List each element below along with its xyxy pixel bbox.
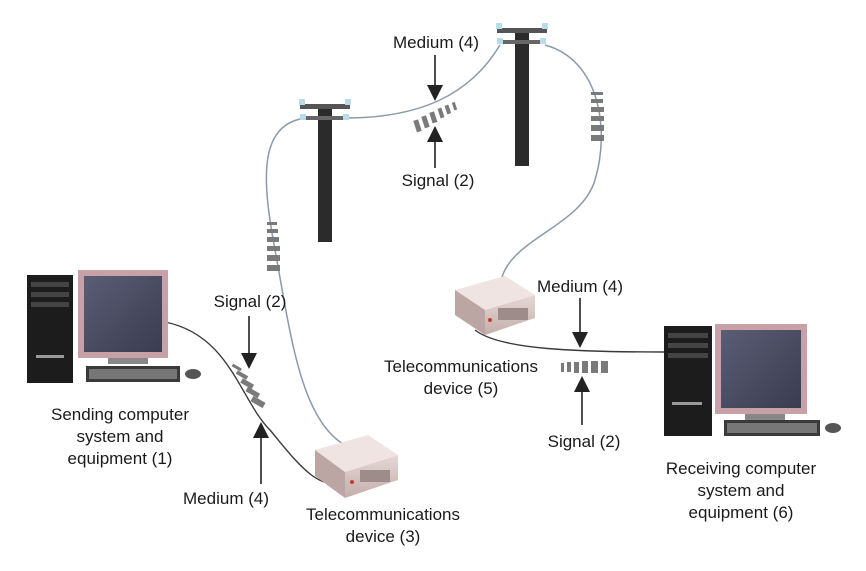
- cable-pole1-to-pole2: [344, 44, 501, 119]
- utility-pole-icon: [299, 99, 351, 242]
- device3-line-2: device (3): [345, 527, 421, 546]
- signal-wave-icon: [413, 101, 458, 133]
- receiver-line-1: Receiving computer: [665, 459, 817, 478]
- label-signal-right: Signal (2): [547, 432, 621, 451]
- cable-device5-to-receiver: [474, 329, 666, 353]
- device5-line-2: device (5): [423, 379, 499, 398]
- receiver-line-2: system and: [697, 481, 785, 500]
- utility-pole-icon: [496, 23, 548, 166]
- desktop-computer-icon: [27, 270, 201, 383]
- receiver-line-3: equipment (6): [688, 503, 794, 522]
- label-medium-right: Medium (4): [537, 277, 623, 296]
- modem-icon: [455, 276, 535, 335]
- label-signal-left: Signal (2): [213, 292, 287, 311]
- device5-line-1: Telecommunications: [383, 357, 538, 376]
- desktop-computer-icon: [664, 324, 841, 436]
- label-device5: Telecommunications device (5): [356, 356, 566, 400]
- signal-wave-icon: [591, 92, 604, 141]
- modem-icon: [315, 435, 398, 498]
- cable-device3-to-pole1: [265, 117, 346, 446]
- cable-pole2-to-device5: [499, 44, 603, 291]
- label-medium-top: Medium (4): [393, 33, 479, 52]
- label-signal-top: Signal (2): [401, 171, 475, 190]
- signal-wave-icon: [267, 222, 280, 271]
- label-medium-left: Medium (4): [183, 489, 269, 508]
- label-receiver: Receiving computer system and equipment …: [636, 458, 846, 524]
- signal-wave-icon: [231, 363, 266, 409]
- sender-line-3: equipment (1): [67, 449, 173, 468]
- label-sender: Sending computer system and equipment (1…: [20, 404, 220, 470]
- sender-line-1: Sending computer: [51, 405, 189, 424]
- sender-line-2: system and: [76, 427, 164, 446]
- signal-wave-icon: [561, 361, 608, 373]
- label-device3: Telecommunications device (3): [278, 504, 488, 548]
- device3-line-1: Telecommunications: [305, 505, 460, 524]
